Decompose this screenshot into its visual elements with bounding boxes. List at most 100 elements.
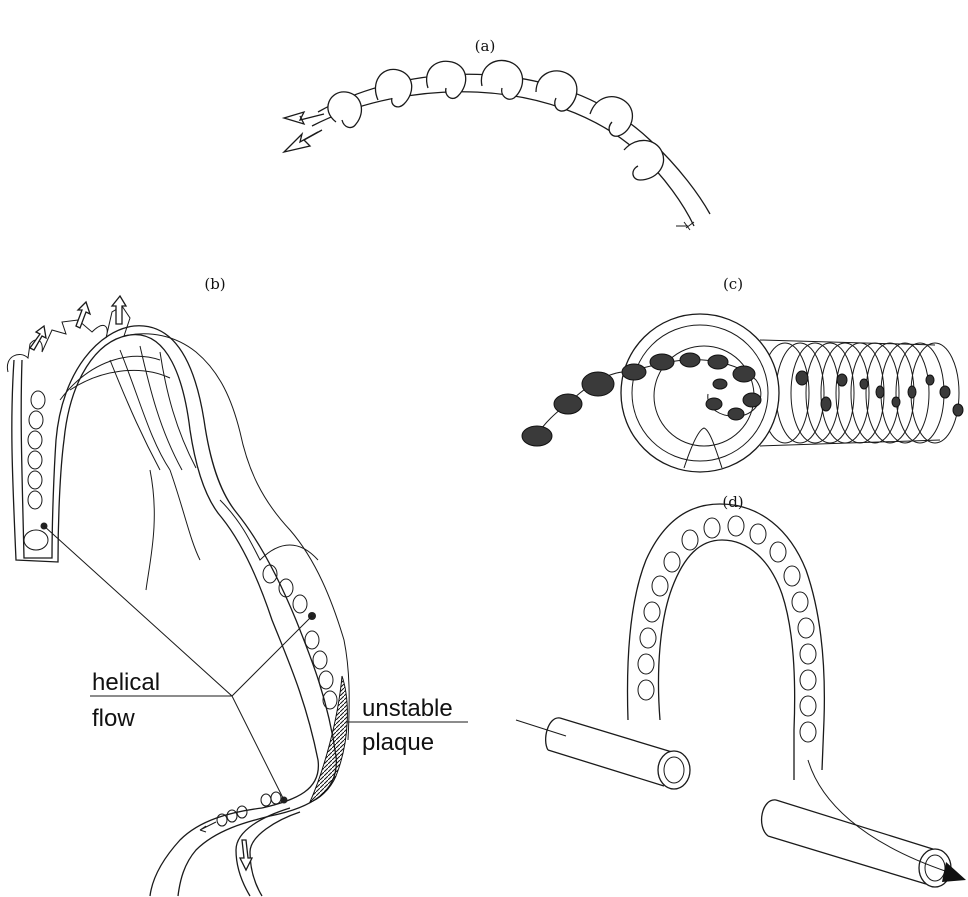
outlet-tube-back-end [762, 800, 776, 836]
helix-loop [644, 602, 660, 622]
particle-blob [522, 426, 552, 446]
helix-loop [227, 810, 237, 822]
helix-loop [271, 792, 281, 804]
particle-blob [908, 386, 916, 398]
helix-loop [664, 552, 680, 572]
helix-loop [750, 524, 766, 544]
iliac-right-inner [250, 812, 300, 896]
cylinder-ring [881, 343, 929, 443]
helix-loop [28, 491, 42, 509]
particle-blob [821, 397, 831, 411]
helix-loop [31, 391, 45, 409]
helix-loop [29, 411, 43, 429]
helix-loop [24, 530, 48, 550]
particle-blob [940, 386, 950, 398]
helical-flow-label-line1: helical [92, 669, 160, 696]
vessel-fold-2 [220, 500, 318, 560]
cylinder-ring [896, 343, 944, 443]
cylinder-ring [791, 343, 839, 443]
helix-coil [328, 92, 362, 128]
helix-coil [624, 140, 664, 180]
aorta-inner-wall [21, 326, 336, 816]
helix-loop [800, 644, 816, 664]
helix-loop [640, 628, 656, 648]
helix-coil [481, 60, 522, 99]
cylinder-ring [851, 343, 899, 443]
cylinder-rings [760, 340, 959, 446]
particle-blob [706, 398, 722, 410]
helix-loop [800, 722, 816, 742]
inlet-flow-line [516, 720, 566, 736]
cylinder-ring [806, 343, 854, 443]
particle-blob [680, 353, 700, 367]
arch-tube-outer [628, 504, 825, 770]
panel-d: (d) [516, 493, 966, 887]
particle-blob [860, 379, 868, 389]
inlet-tube-back-end [546, 718, 560, 750]
iliac-arrow-left [200, 822, 216, 832]
helical-flow-label-line2: flow [92, 705, 135, 732]
helix-loop [305, 631, 319, 649]
particle-blob [892, 397, 900, 407]
helix-loop [770, 542, 786, 562]
cylinder-top-edge [760, 340, 935, 345]
helix-loop [28, 451, 42, 469]
panel-d-label: (d) [722, 493, 743, 511]
outlet-flow-arrowhead [942, 862, 966, 882]
helix-loop [261, 794, 271, 806]
arch-helix [638, 516, 816, 742]
helix-loop [704, 518, 720, 538]
particle-blob [953, 404, 963, 416]
helix-loop [293, 595, 307, 613]
particle-blob [926, 375, 934, 385]
particle-blob [728, 408, 744, 420]
particle-blob [837, 374, 847, 386]
helix-loop [638, 680, 654, 700]
helix-loop [313, 651, 327, 669]
cylinder-ring [866, 343, 914, 443]
particle-blob [582, 372, 614, 396]
helix-loop [792, 592, 808, 612]
vessel-fold [146, 470, 200, 590]
particle-blob [796, 371, 808, 385]
helix-coil [590, 97, 632, 137]
particle-blob [876, 386, 884, 398]
outlet-tube-walls [768, 800, 936, 884]
cylinder-ring [821, 343, 869, 443]
helix-loop [800, 670, 816, 690]
helix-loop [784, 566, 800, 586]
flow-arrow-lower [284, 130, 322, 152]
helix-loop [28, 471, 42, 489]
branch-arrow-3 [112, 296, 126, 324]
panel-c-label: (c) [723, 275, 743, 293]
helix-loop [800, 696, 816, 716]
particle-blob [733, 366, 755, 382]
plaque-label-line2: plaque [362, 729, 434, 756]
helix-loop [652, 576, 668, 596]
particle-blob [622, 364, 646, 380]
panel-b-label: (b) [204, 275, 225, 293]
helix-loop [279, 579, 293, 597]
helix-coil [536, 71, 577, 111]
helix-loop [28, 431, 42, 449]
aorta-outer-wall [12, 335, 319, 808]
helix-loop [319, 671, 333, 689]
panel-c: (c) [522, 275, 963, 472]
arch-tube-inner [659, 540, 795, 780]
inlet-tube-walls [548, 718, 672, 786]
particle-blob [554, 394, 582, 414]
flow-arrow-upper [284, 112, 324, 124]
panel-a: (a) [284, 37, 710, 230]
particle-blob [713, 379, 727, 389]
helix-loop [638, 654, 654, 674]
cylinder-ring [911, 343, 959, 443]
helix-loop [323, 691, 337, 709]
vessel-cut-mark [676, 222, 694, 230]
plaque-label-line1: unstable [362, 695, 453, 722]
particle-blob [743, 393, 761, 407]
helix-loop [728, 516, 744, 536]
panel-b: (b) [7, 275, 468, 896]
descending-helix [263, 565, 337, 709]
branch-arrow-1 [30, 326, 46, 350]
